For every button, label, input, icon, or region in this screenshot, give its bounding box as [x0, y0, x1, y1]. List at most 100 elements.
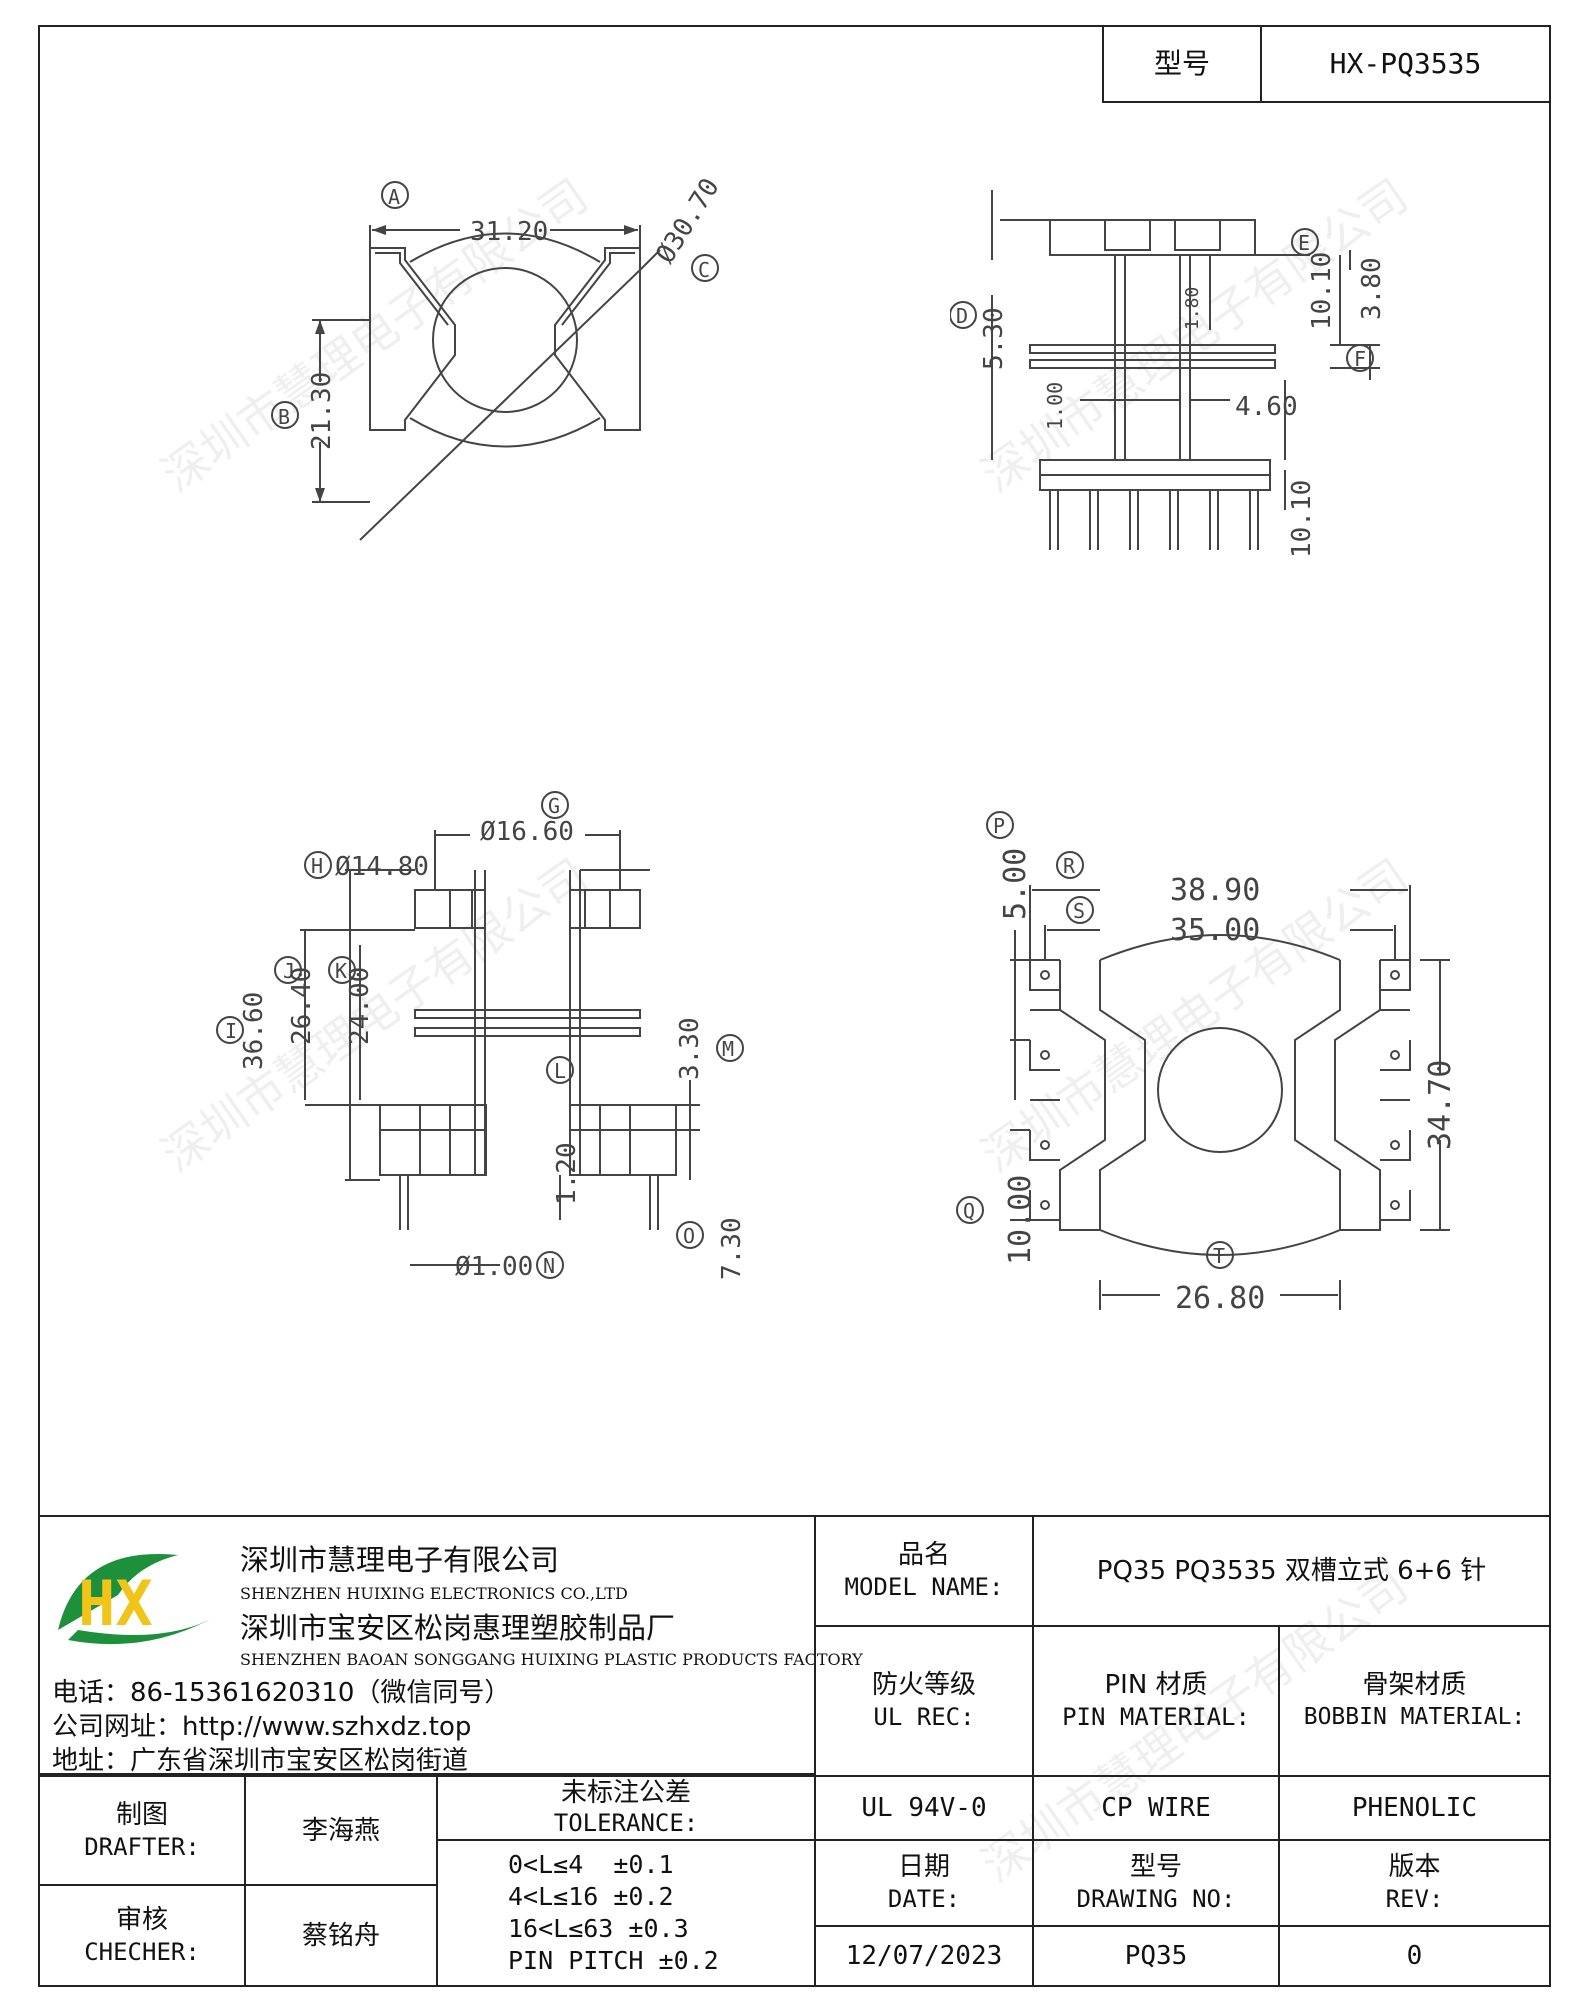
rev-label-cn: 版本 — [1388, 1852, 1441, 1882]
svg-text:A: A — [388, 185, 400, 209]
svg-text:N: N — [543, 1254, 555, 1278]
company-logo: HX — [58, 1553, 218, 1645]
company-name-en: SHENZHEN HUIXING ELECTRONICS CO.,LTD — [240, 1584, 628, 1603]
rev-value: 0 — [1278, 1925, 1551, 1987]
factory-name-cn: 深圳市宝安区松岗惠理塑胶制品厂 — [240, 1611, 676, 1645]
pin-material-value-text: CP WIRE — [1101, 1793, 1211, 1823]
model-name-value: PQ35 PQ3535 双槽立式 6+6 针 — [1032, 1515, 1551, 1627]
fire-rating-label-cn: 防火等级 — [871, 1670, 976, 1700]
dim-D: 5.30 — [979, 307, 1009, 370]
dim-O: 7.30 — [717, 1217, 747, 1280]
model-name-label: 品名 MODEL NAME: — [814, 1515, 1034, 1627]
svg-text:E: E — [1298, 231, 1310, 255]
svg-text:I: I — [225, 1019, 237, 1043]
svg-text:P: P — [993, 814, 1005, 838]
header-model-value-text: HX-PQ3535 — [1329, 47, 1482, 80]
header-model-label: 型号 — [1102, 25, 1262, 103]
checker-label-cn: 审核 — [115, 1904, 168, 1935]
bobbin-material-label-cn: 骨架材质 — [1362, 1670, 1467, 1700]
dim-M: 3.30 — [675, 1017, 705, 1080]
tolerance-values: 0<L≤4 ±0.1 4<L≤16 ±0.2 16<L≤63 ±0.3 PIN … — [436, 1839, 816, 1987]
svg-text:H: H — [311, 854, 323, 878]
drawing-no-label-en: DRAWING NO: — [1076, 1885, 1236, 1913]
fire-rating-value-text: UL 94V-0 — [861, 1793, 987, 1823]
fire-rating-value: UL 94V-0 — [814, 1775, 1034, 1841]
dim-E2: 3.80 — [1357, 257, 1387, 320]
fire-rating-label-en: UL REC: — [873, 1703, 975, 1731]
dim-G: Ø16.60 — [480, 817, 574, 847]
rev-label: 版本 REV: — [1278, 1839, 1551, 1927]
dim-I: 36.60 — [239, 992, 269, 1070]
header-model-label-text: 型号 — [1153, 47, 1210, 80]
date-value-text: 12/07/2023 — [845, 1941, 1003, 1971]
drafter-value: 李海燕 — [244, 1775, 438, 1886]
checker-label-en: CHECHER: — [84, 1937, 200, 1966]
svg-text:G: G — [548, 794, 560, 818]
svg-text:F: F — [1354, 347, 1366, 371]
dim-F2: 1.00 — [1043, 382, 1067, 430]
drawing-no-label-cn: 型号 — [1129, 1852, 1182, 1882]
dim-F3: 4.60 — [1235, 392, 1298, 422]
svg-text:L: L — [554, 1059, 566, 1083]
dim-H2: 10.10 — [1287, 480, 1317, 558]
svg-text:R: R — [1063, 854, 1076, 878]
date-label-en: DATE: — [887, 1885, 961, 1913]
svg-text:C: C — [698, 258, 710, 282]
drafter-label: 制图 DRAFTER: — [38, 1775, 246, 1886]
pin-material-label-cn: PIN 材质 — [1104, 1670, 1208, 1700]
company-website: 公司网址：http://www.szhxdz.top — [52, 1712, 472, 1742]
side-view-drawing: D E F 5.30 10.10 3.80 1.80 1.00 4.60 10.… — [950, 190, 1387, 558]
company-phone: 电话：86-15361620310（微信同号） — [52, 1678, 511, 1708]
drawing-no-label: 型号 DRAWING NO: — [1032, 1839, 1280, 1927]
tolerance-label-en: TOLERANCE: — [553, 1809, 699, 1837]
svg-text:T: T — [1213, 1244, 1225, 1268]
rev-label-en: REV: — [1385, 1885, 1444, 1913]
model-name-label-en: MODEL NAME: — [844, 1573, 1004, 1601]
svg-text:B: B — [278, 405, 290, 429]
drafter-value-text: 李海燕 — [301, 1815, 380, 1846]
header-model-value: HX-PQ3535 — [1260, 25, 1551, 103]
date-value: 12/07/2023 — [814, 1925, 1034, 1987]
bobbin-material-value: PHENOLIC — [1278, 1775, 1551, 1841]
dim-K: 24.00 — [345, 967, 375, 1045]
tolerance-line-2: 4<L≤16 ±0.2 — [508, 1882, 674, 1911]
dim-F1: 1.80 — [1182, 287, 1203, 330]
tolerance-line-4: PIN PITCH ±0.2 — [508, 1946, 719, 1975]
tolerance-line-3: 16<L≤63 ±0.3 — [508, 1914, 689, 1943]
dim-A: 31.20 — [470, 217, 548, 247]
pin-material-label: PIN 材质 PIN MATERIAL: — [1032, 1625, 1280, 1777]
drafter-label-en: DRAFTER: — [84, 1832, 200, 1861]
top-view-drawing: A B C 31.20 21.30 Ø30.70 — [271, 173, 726, 541]
rev-value-text: 0 — [1406, 1941, 1423, 1971]
pin-material-value: CP WIRE — [1032, 1775, 1280, 1841]
svg-text:K: K — [335, 959, 347, 983]
date-label: 日期 DATE: — [814, 1839, 1034, 1927]
dim-S: 35.00 — [1170, 913, 1260, 948]
company-name-cn: 深圳市慧理电子有限公司 — [240, 1543, 560, 1577]
dim-R: 38.90 — [1170, 873, 1260, 908]
factory-name-en: SHENZHEN BAOAN SONGGANG HUIXING PLASTIC … — [240, 1650, 863, 1669]
dim-P: 5.00 — [998, 848, 1033, 920]
dim-Q: 10.00 — [1003, 1175, 1038, 1265]
date-label-cn: 日期 — [897, 1852, 950, 1882]
front-view-drawing: G H J K I L M N O Ø16.60 Ø14.80 36.60 26… — [216, 791, 747, 1280]
model-name-value-text: PQ35 PQ3535 双槽立式 6+6 针 — [1096, 1556, 1487, 1586]
svg-text:S: S — [1073, 899, 1085, 923]
dim-N: Ø1.00 — [455, 1252, 533, 1280]
svg-text:M: M — [722, 1037, 734, 1061]
company-address: 地址：广东省深圳市宝安区松岗街道 — [52, 1746, 469, 1776]
dim-E: 10.10 — [1307, 252, 1337, 330]
dim-C: Ø30.70 — [650, 173, 725, 269]
drafter-label-cn: 制图 — [115, 1799, 168, 1830]
checker-value: 蔡铭舟 — [244, 1884, 438, 1987]
tolerance-label: 未标注公差 TOLERANCE: — [436, 1775, 816, 1841]
dim-H: Ø14.80 — [335, 852, 429, 882]
model-name-label-cn: 品名 — [897, 1540, 950, 1570]
svg-text:Q: Q — [963, 1199, 975, 1223]
dim-L: 1.20 — [552, 1142, 582, 1205]
tolerance-label-cn: 未标注公差 — [560, 1778, 691, 1808]
fire-rating-label: 防火等级 UL REC: — [814, 1625, 1034, 1777]
dim-T: 26.80 — [1175, 1281, 1265, 1316]
svg-text:J: J — [283, 959, 295, 983]
checker-value-text: 蔡铭舟 — [301, 1920, 380, 1951]
